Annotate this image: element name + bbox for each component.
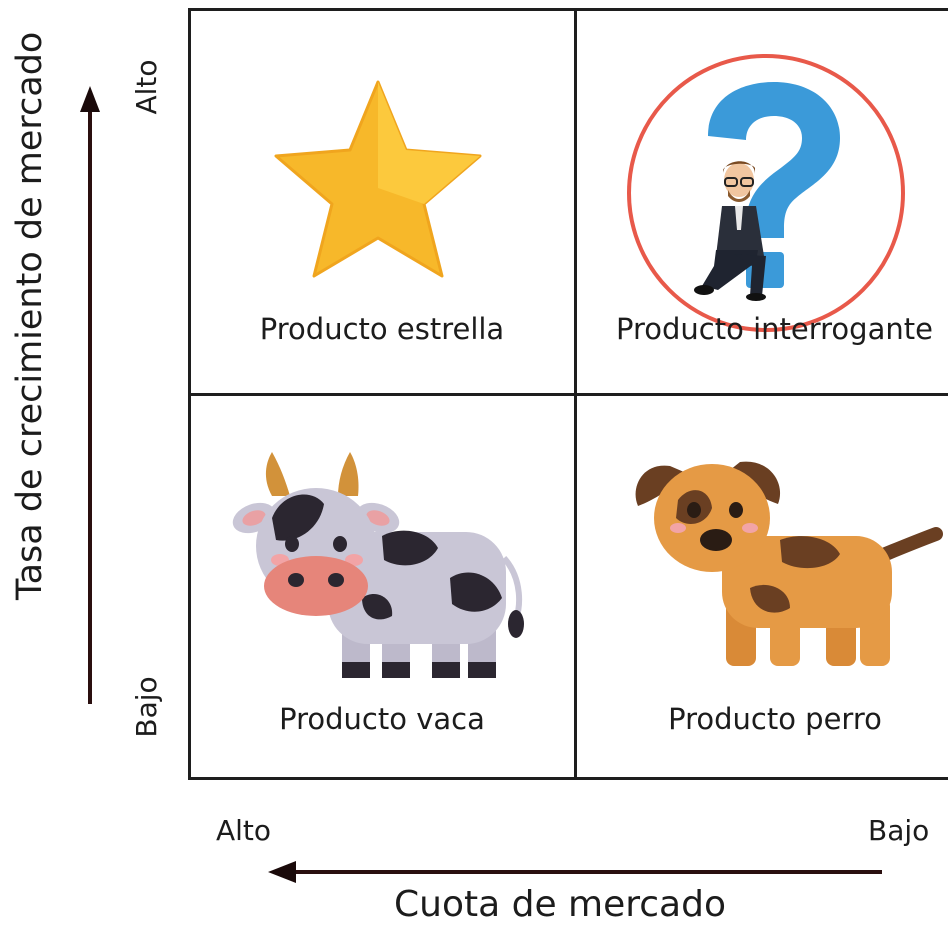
quadrant-label-star: Producto estrella	[259, 312, 505, 346]
y-axis-title: Tasa de crecimiento de mercado	[10, 31, 50, 600]
cow-icon	[232, 452, 524, 678]
x-axis-high-label: Alto	[216, 814, 272, 847]
y-axis-arrow	[80, 86, 100, 704]
dog-icon	[635, 461, 943, 666]
matrix-horizontal-divider	[188, 393, 948, 396]
quadrant-label-dog: Producto perro	[668, 702, 882, 736]
x-axis-arrow	[268, 861, 882, 883]
x-axis-title: Cuota de mercado	[394, 884, 726, 925]
y-axis-low-label: Bajo	[130, 676, 163, 738]
star-icon	[274, 80, 482, 278]
x-axis-low-label: Bajo	[868, 814, 930, 847]
quadrant-label-question: Producto interrogante	[616, 312, 933, 346]
highlight-circle	[627, 54, 905, 332]
y-axis-high-label: Alto	[130, 59, 163, 115]
quadrant-label-cow: Producto vaca	[279, 702, 485, 736]
thinking-person-icon	[694, 161, 766, 301]
